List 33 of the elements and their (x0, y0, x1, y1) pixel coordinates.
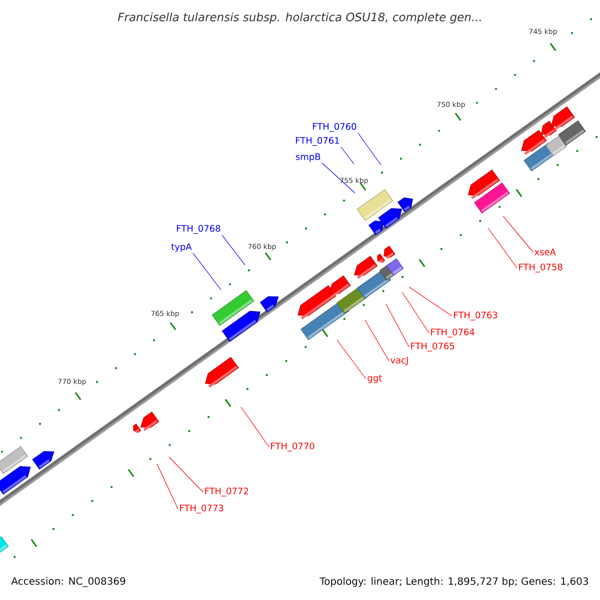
leader-line (336, 340, 366, 380)
leader-line (240, 406, 270, 448)
leader-line (488, 228, 518, 268)
leader-line (168, 456, 204, 492)
footer-text: Accession: NC_008369 (11, 577, 126, 587)
gene-label: FTH_0760 (313, 123, 356, 132)
gene-label: xseA (534, 248, 556, 256)
title: Francisella tularensis subsp. holarctica OSU18, complete gen... (118, 12, 481, 24)
leader-line (358, 132, 382, 166)
leader-line (192, 252, 222, 290)
gene-label: FTH_0770 (271, 442, 314, 452)
gene-label: FTH_0773 (180, 504, 224, 514)
gene-label: FTH_0768 (177, 225, 220, 234)
gene-label: ggt (368, 374, 382, 384)
leader-line (156, 464, 178, 510)
gene-label: FTH_0765 (411, 342, 454, 352)
gene-label: FTH_0763 (454, 312, 498, 320)
leader-line (322, 162, 356, 194)
leader-line (386, 304, 410, 348)
leader-line (502, 216, 534, 252)
leader-line (222, 234, 246, 266)
gene-label: FTH_0772 (205, 488, 248, 496)
gene-label: vacJ (390, 356, 408, 366)
footer-text: Topology: linear; Length: 1,895,727 bp; Genes: 1,603 (320, 577, 588, 587)
gene-label: FTH_0758 (519, 264, 562, 272)
gene-label: FTH_0761 (296, 137, 339, 146)
gene-label: smpB (296, 153, 320, 162)
leader-line (402, 292, 430, 334)
gene-label: typA (171, 243, 192, 252)
gene-label: FTH_0764 (431, 328, 474, 338)
leader-line (364, 320, 390, 362)
leader-line (408, 286, 452, 316)
leader-line (340, 146, 354, 164)
